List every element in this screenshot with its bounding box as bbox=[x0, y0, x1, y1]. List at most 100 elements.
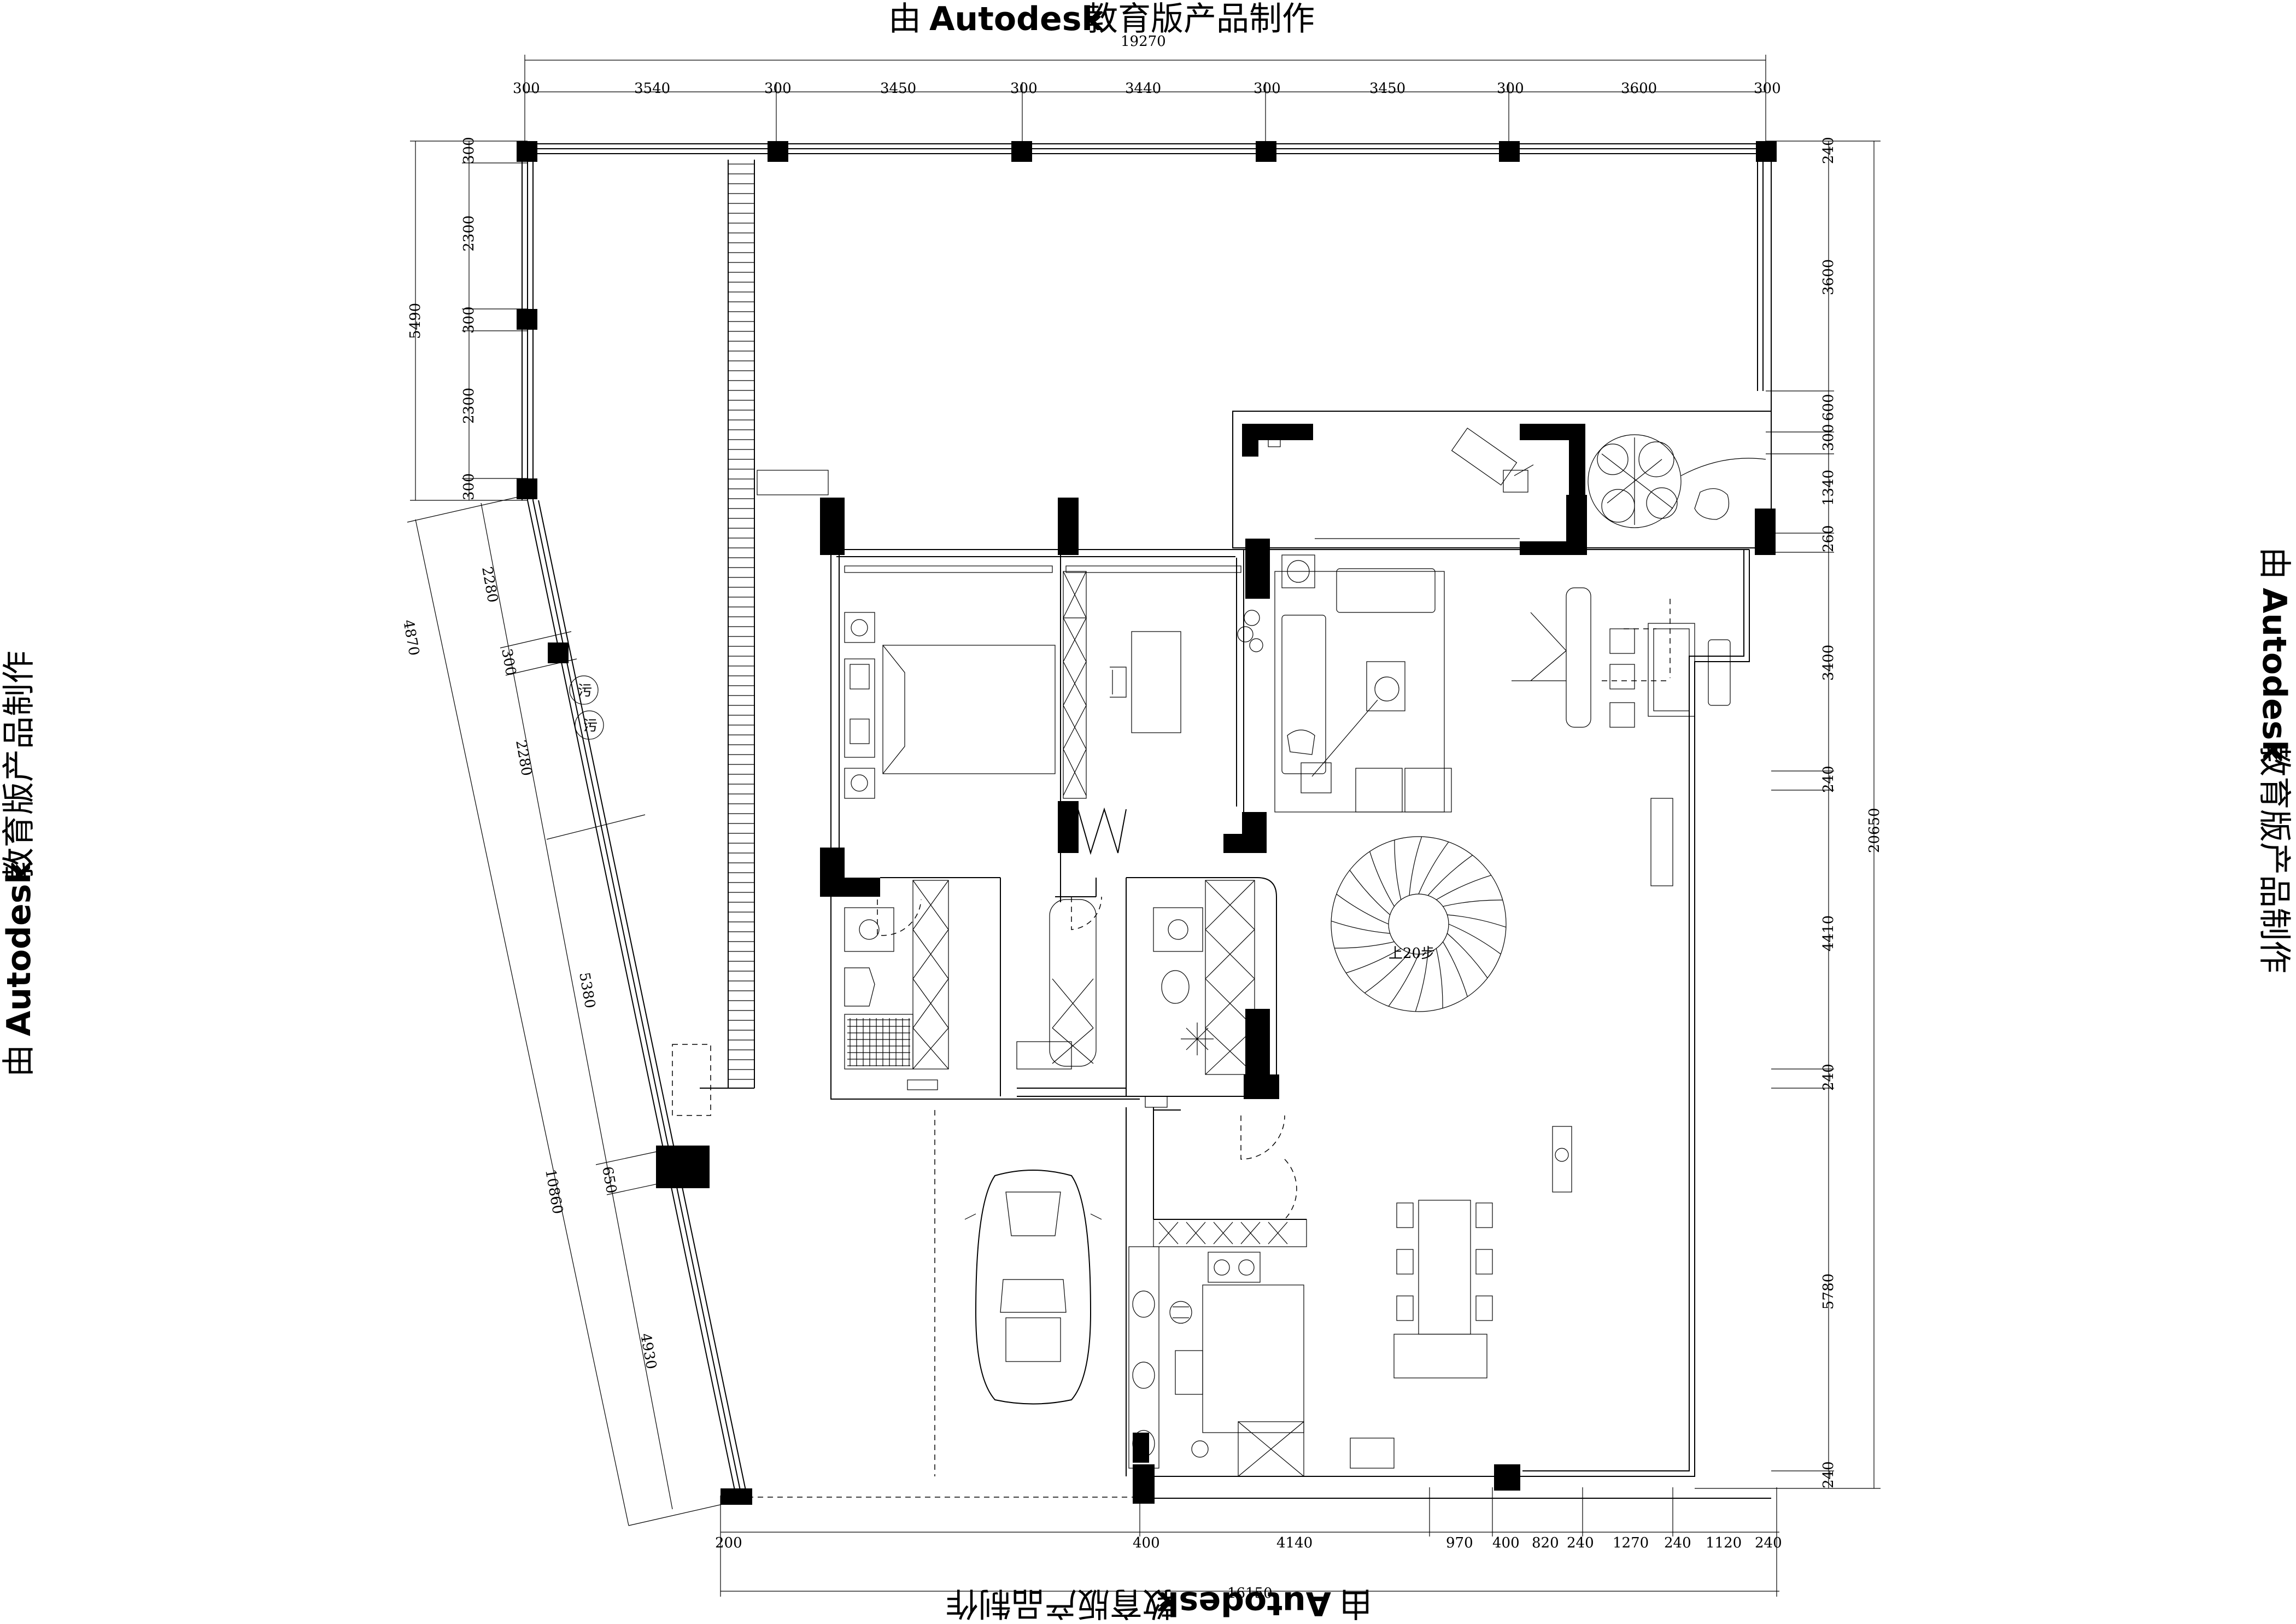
kitchen bbox=[1128, 1219, 1395, 1477]
toilet-left bbox=[844, 967, 875, 1007]
dining-wall-unit bbox=[1552, 1126, 1572, 1193]
watermark-left-suffix: 教育版产品制作 bbox=[0, 651, 38, 880]
dimension-right: 20650 240 3600 600 300 1340 260 3400 240… bbox=[1695, 137, 1883, 1489]
study-bookshelf bbox=[1063, 571, 1087, 799]
watermark-left-brand: Autodesk bbox=[0, 861, 38, 1036]
stair-landing-cabinet bbox=[1650, 798, 1673, 886]
dim-bottom-0: 200 bbox=[715, 1535, 742, 1551]
wall-blocks bbox=[820, 424, 1776, 1504]
dim-left-4: 300 bbox=[461, 473, 477, 500]
bathroom-right-cabinet bbox=[1049, 899, 1097, 1067]
car bbox=[964, 1170, 1102, 1405]
sofa-top bbox=[1336, 568, 1436, 613]
watermark-left-prefix: 由 bbox=[0, 1044, 38, 1077]
bathroom-left-basin bbox=[844, 907, 894, 952]
dim-right-11: 240 bbox=[1820, 1461, 1837, 1488]
cooktop bbox=[1208, 1252, 1261, 1283]
dim-bottom-2: 4140 bbox=[1276, 1535, 1313, 1551]
dim-slant-upper-total: 4870 bbox=[400, 618, 422, 657]
dim-left-2: 300 bbox=[461, 306, 477, 334]
bathroom-left bbox=[844, 880, 1072, 1090]
bedroom-curtain bbox=[844, 565, 1053, 573]
study bbox=[1063, 565, 1263, 799]
dim-bottom-9: 1120 bbox=[1706, 1535, 1742, 1551]
island-sink bbox=[1175, 1350, 1203, 1395]
side-table bbox=[1281, 554, 1315, 588]
dining-table bbox=[1418, 1200, 1471, 1335]
watermark-right: 由 Autodesk 教育版产品制作 bbox=[2255, 547, 2293, 973]
dimension-top: 19270 300 3540 300 3450 300 3440 300 345… bbox=[513, 33, 1781, 148]
rock bbox=[1694, 488, 1730, 520]
dim-right-total: 20650 bbox=[1866, 808, 1883, 853]
dimension-slanted: 10860 4870 2280 300 2280 5380 650 4930 bbox=[400, 494, 749, 1526]
bed-headboard bbox=[844, 658, 875, 758]
dining-sideboard bbox=[1393, 1334, 1487, 1378]
watermark-top-brand: Autodesk bbox=[929, 0, 1104, 38]
family-area bbox=[1512, 587, 1731, 728]
shower-tray bbox=[844, 1014, 913, 1070]
dim-right-9: 240 bbox=[1820, 1064, 1837, 1091]
bathroom-right-closet bbox=[1205, 880, 1255, 1075]
watermark-left: 由 Autodesk 教育版产品制作 bbox=[0, 651, 38, 1077]
dining-room bbox=[1393, 1126, 1572, 1378]
dim-slant-5: 4930 bbox=[637, 1332, 659, 1370]
dim-left-total: 5490 bbox=[407, 303, 424, 339]
dim-top-4: 300 bbox=[1010, 80, 1038, 97]
nightstand-right bbox=[844, 768, 875, 799]
dim-right-6: 3400 bbox=[1820, 645, 1837, 681]
watermark-bottom: 由 Autodesk 教育版产品制作 bbox=[946, 1584, 1372, 1622]
terrace-planter bbox=[672, 1044, 711, 1116]
watermark-right-suffix: 教育版产品制作 bbox=[2255, 744, 2293, 973]
stair-note: 上20步 bbox=[1389, 945, 1435, 962]
terrace-drain-1: 污 bbox=[569, 675, 599, 705]
kitchen-sink bbox=[1350, 1438, 1395, 1469]
dim-slant-outer-total: 10860 bbox=[542, 1168, 566, 1216]
armchair-2 bbox=[1404, 768, 1452, 813]
dim-bottom-8: 240 bbox=[1664, 1535, 1691, 1551]
tv-console bbox=[1566, 587, 1591, 728]
dim-bottom-total: 16150 bbox=[1227, 1585, 1273, 1602]
dim-top-8: 300 bbox=[1497, 80, 1524, 97]
dim-slant-1: 300 bbox=[498, 647, 519, 677]
dim-left-0: 300 bbox=[461, 137, 477, 164]
nightstand-left bbox=[844, 612, 875, 643]
terrace-rail-slanted bbox=[527, 500, 747, 1493]
dim-top-3: 3450 bbox=[880, 80, 916, 97]
living-room bbox=[1274, 554, 1452, 813]
dim-slant-4: 650 bbox=[599, 1165, 619, 1195]
upper-terrace bbox=[1268, 428, 1766, 539]
terrace-drain-1-label: 污 bbox=[578, 683, 592, 699]
bathroom-left-cabinet bbox=[912, 880, 949, 1070]
dim-left-3: 2300 bbox=[461, 388, 477, 424]
dim-bottom-5: 820 bbox=[1532, 1535, 1559, 1551]
living-room-rug bbox=[1274, 571, 1445, 813]
dim-bottom-4: 400 bbox=[1492, 1535, 1520, 1551]
dim-right-7: 240 bbox=[1820, 766, 1837, 793]
dim-right-0: 240 bbox=[1820, 137, 1837, 164]
dim-top-10: 300 bbox=[1754, 80, 1781, 97]
terrace-drain-2: 污 bbox=[575, 710, 604, 740]
dim-bottom-10: 240 bbox=[1755, 1535, 1782, 1551]
watermark-right-prefix: 由 bbox=[2255, 547, 2293, 580]
fridge bbox=[1238, 1421, 1304, 1477]
dim-slant-3: 5380 bbox=[576, 971, 598, 1009]
watermark-bottom-suffix: 教育版产品制作 bbox=[946, 1584, 1175, 1622]
dim-bottom-3: 970 bbox=[1446, 1535, 1473, 1551]
dim-right-4: 1340 bbox=[1820, 470, 1837, 506]
dim-top-5: 3440 bbox=[1125, 80, 1161, 97]
dim-bottom-7: 1270 bbox=[1613, 1535, 1649, 1551]
dim-slant-2: 2280 bbox=[512, 739, 535, 777]
upper-counter bbox=[1153, 1219, 1307, 1247]
sofa-left bbox=[1281, 615, 1326, 774]
study-desk bbox=[1131, 631, 1181, 733]
study-plant bbox=[1237, 610, 1263, 652]
dim-top-0: 300 bbox=[513, 80, 540, 97]
dimension-bottom: 16150 200 400 4140 970 400 820 240 1270 … bbox=[715, 1487, 1782, 1602]
coffee-table bbox=[1366, 661, 1405, 711]
left-counter bbox=[1128, 1246, 1159, 1469]
dim-right-2: 600 bbox=[1820, 394, 1837, 421]
dim-right-8: 4410 bbox=[1820, 915, 1837, 951]
partitions bbox=[839, 550, 1307, 1476]
dim-right-1: 3600 bbox=[1820, 259, 1837, 295]
